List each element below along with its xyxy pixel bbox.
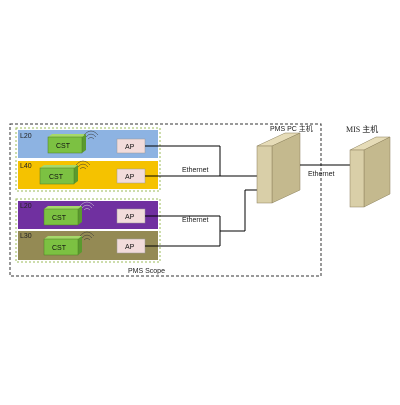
pms-scope-boundary bbox=[9, 123, 322, 277]
mis-front bbox=[349, 149, 365, 208]
cst-label-2: CST bbox=[49, 174, 64, 181]
production-line-1: L20 CST AP bbox=[18, 130, 158, 158]
ethernet-links-group-2 bbox=[145, 189, 258, 247]
cst-box-side-1 bbox=[82, 134, 86, 153]
wifi-icon bbox=[75, 160, 91, 170]
cst-label-1: CST bbox=[56, 143, 71, 150]
mis-label: MIS 主机 bbox=[346, 124, 378, 134]
ethernet-label-1: Ethernet bbox=[182, 167, 209, 174]
ap-label-1: AP bbox=[125, 144, 135, 151]
cst-box-3 bbox=[43, 208, 79, 226]
line-name-2: L40 bbox=[20, 163, 32, 170]
cst-label-4: CST bbox=[52, 245, 67, 252]
ap-label-4: AP bbox=[125, 244, 135, 251]
wifi-icon bbox=[79, 201, 95, 211]
wifi-icon bbox=[83, 130, 99, 140]
cst-box-1 bbox=[47, 136, 83, 154]
pms-pc-server bbox=[256, 132, 301, 204]
line-group-1 bbox=[15, 127, 161, 192]
line-name-1: L20 bbox=[20, 133, 32, 140]
pms-scope-label: PMS Scope bbox=[128, 268, 165, 275]
cst-box-top-1 bbox=[48, 134, 86, 137]
production-line-2: L40 CST AP bbox=[18, 160, 158, 189]
ethernet-label-3: Ethernet bbox=[308, 171, 335, 178]
mis-server bbox=[349, 136, 391, 208]
cst-box-side-4 bbox=[78, 236, 82, 255]
cst-box-top-3 bbox=[44, 206, 82, 209]
cst-box-top-2 bbox=[40, 165, 78, 168]
production-line-3: L20 CST AP bbox=[18, 201, 158, 229]
ethernet-links-group-1 bbox=[145, 145, 258, 177]
cst-box-side-3 bbox=[78, 206, 82, 225]
cst-box-top-4 bbox=[44, 236, 82, 239]
pms-pc-front bbox=[256, 145, 273, 204]
production-line-4: L30 CST AP bbox=[18, 231, 158, 260]
cst-label-3: CST bbox=[52, 215, 67, 222]
ethernet-label-2: Ethernet bbox=[182, 217, 209, 224]
ap-label-3: AP bbox=[125, 214, 135, 221]
wifi-icon bbox=[79, 231, 95, 241]
line-group-2 bbox=[15, 198, 161, 263]
cst-box-2 bbox=[39, 167, 75, 185]
line-name-4: L30 bbox=[20, 233, 32, 240]
cst-box-4 bbox=[43, 238, 79, 256]
cst-box-side-2 bbox=[74, 165, 78, 184]
pms-pc-label: PMS PC 主机 bbox=[270, 124, 313, 133]
line-name-3: L20 bbox=[20, 203, 32, 210]
ap-label-2: AP bbox=[125, 174, 135, 181]
